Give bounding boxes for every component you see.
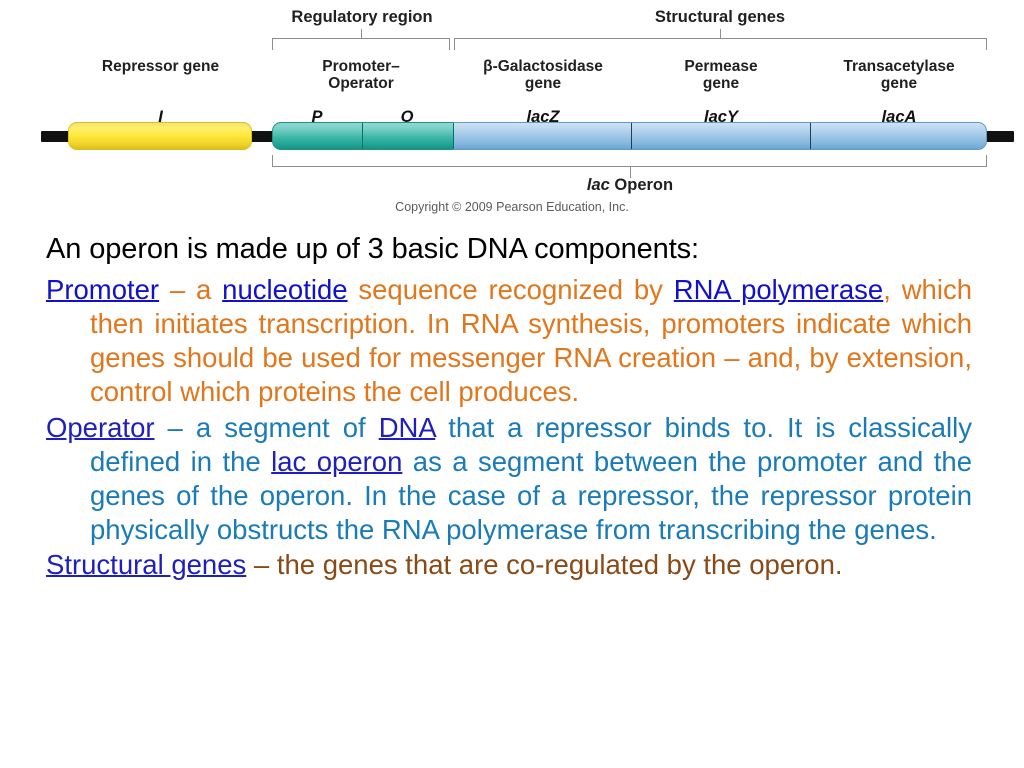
bracket-tick-structural-genes: [720, 29, 721, 39]
bracket-tick-lac-operon: [630, 167, 631, 178]
operator-dash: – a segment of: [154, 411, 379, 443]
link-promoter[interactable]: Promoter: [46, 273, 160, 305]
bracket-label-lac-operon: lac Operon: [470, 176, 790, 194]
gene-symbol-lacz: lacZ: [526, 108, 560, 126]
segment-label-beta-galactosidase-gene: β-Galactosidase gene: [483, 58, 603, 93]
link-rna-polymerase[interactable]: RNA polymerase: [673, 273, 884, 305]
dna-strand-right: [980, 131, 1014, 142]
gene-segment-repressor: [68, 122, 252, 150]
gene-symbol-o: O: [400, 108, 414, 126]
structural-dash: –: [246, 549, 277, 581]
structural-text-1: the genes that are co-regulated by the o…: [276, 549, 843, 581]
divider-operator-lacz: [453, 123, 454, 149]
paragraph-promoter: Promoter – a nucleotide sequence recogni…: [46, 273, 972, 410]
divider-lacy-laca: [810, 123, 811, 149]
bracket-lac-operon: [272, 155, 987, 167]
divider-lacz-lacy: [631, 123, 632, 149]
operator-text-1: that a repressor binds to. It is classic…: [90, 411, 973, 477]
bracket-label-regulatory-region: Regulatory region: [291, 8, 433, 26]
segment-label-transacetylase-gene: Transacetylase gene: [843, 58, 955, 93]
lac-operon-italic-part: lac: [586, 176, 610, 194]
gene-segment-promoter: [272, 122, 362, 150]
bracket-structural-genes: [454, 38, 987, 50]
lac-operon-diagram: Regulatory region Structural genes Repre…: [0, 0, 1024, 222]
segment-label-repressor-gene: Repressor gene: [101, 58, 220, 75]
gene-segment-lacy: [631, 122, 810, 150]
slide-body-text: An operon is made up of 3 basic DNA comp…: [46, 230, 972, 584]
promoter-text-2: , which then initiates transcription. In…: [90, 273, 973, 408]
page-title: An operon is made up of 3 basic DNA comp…: [46, 233, 700, 265]
promoter-dash: – a: [159, 273, 223, 305]
bracket-regulatory-region: [272, 38, 450, 50]
gene-symbol-lacy: lacY: [704, 108, 738, 126]
bracket-tick-regulatory-region: [361, 29, 362, 39]
segment-label-promoter-operator: Promoter– Operator: [322, 58, 400, 93]
link-nucleotide[interactable]: nucleotide: [222, 273, 348, 305]
copyright-notice: Copyright © 2009 Pearson Education, Inc.: [395, 200, 629, 214]
gene-symbol-p: P: [311, 108, 323, 126]
dna-strand-left: [41, 131, 81, 142]
link-lac-operon[interactable]: lac operon: [271, 445, 403, 477]
paragraph-operator: Operator – a segment of DNA that a repre…: [46, 411, 972, 548]
gene-segment-operator: [362, 122, 453, 150]
promoter-text-1: sequence recognized by: [347, 273, 674, 305]
gene-segment-laca: [810, 122, 987, 150]
link-structural-genes[interactable]: Structural genes: [46, 549, 247, 581]
segment-label-permease-gene: Permease gene: [684, 58, 758, 93]
link-operator[interactable]: Operator: [46, 411, 155, 443]
dna-strand-middle: [240, 131, 280, 142]
paragraph-structural-genes: Structural genes – the genes that are co…: [46, 548, 972, 582]
link-dna[interactable]: DNA: [378, 411, 436, 443]
gene-symbol-i: I: [158, 108, 163, 126]
gene-symbol-laca: lacA: [881, 108, 917, 126]
divider-promoter-operator: [362, 123, 363, 149]
gene-segment-lacz: [453, 122, 631, 150]
bracket-label-structural-genes: Structural genes: [654, 8, 786, 26]
operator-text-2: as a segment between the promoter and th…: [90, 445, 972, 546]
lac-operon-rest-part: Operon: [609, 176, 674, 194]
